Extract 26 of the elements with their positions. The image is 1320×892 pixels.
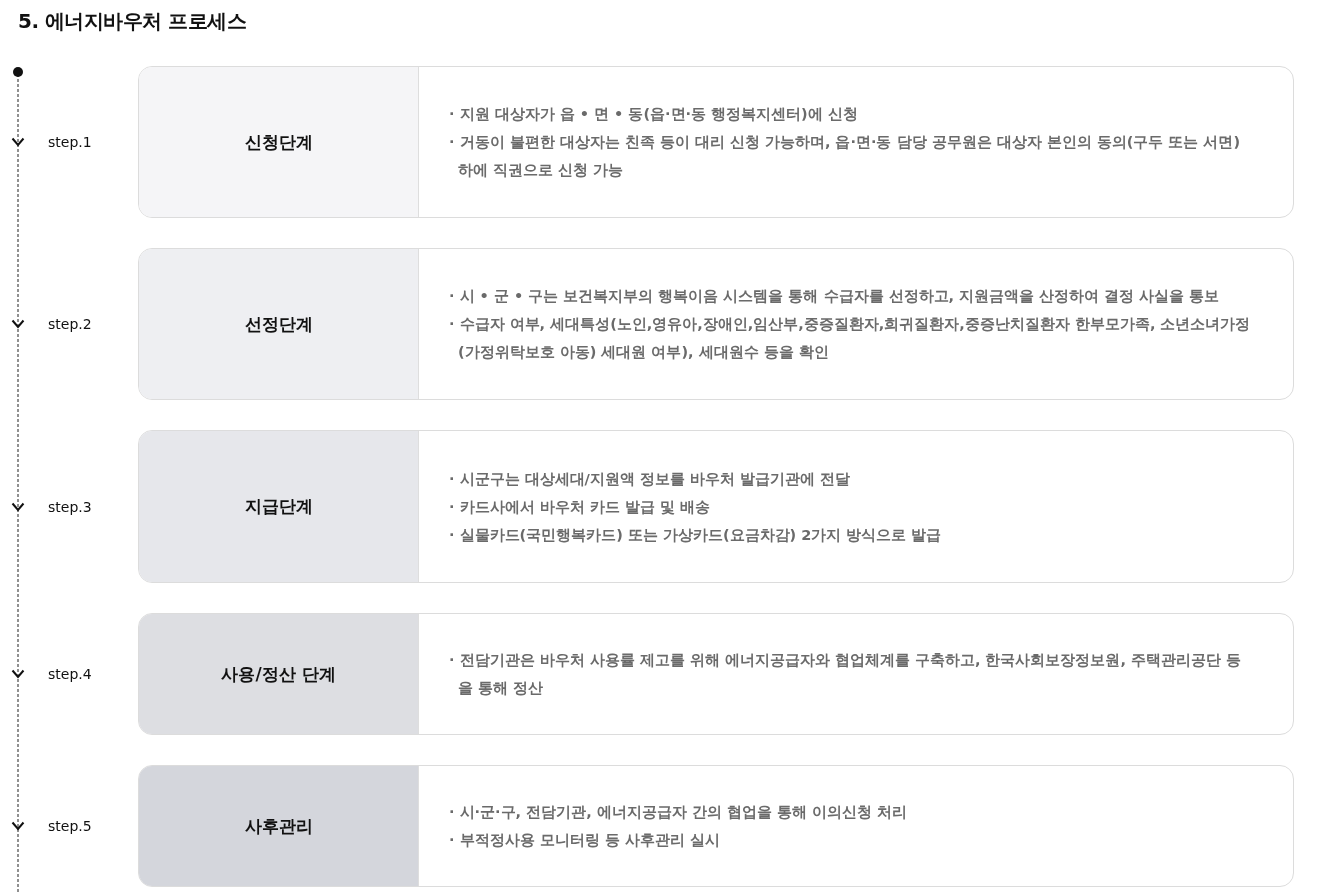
step-label: step.4 xyxy=(48,666,92,682)
bullet-text: · 지원 대상자가 읍 • 면 • 동(읍·면·동 행정복지센터)에 신청 xyxy=(449,105,859,124)
stage-heading: 선정단계 xyxy=(139,249,419,399)
stage-heading: 지급단계 xyxy=(139,431,419,582)
bullet-text: · 시군구는 대상세대/지원액 정보를 바우처 발급기관에 전달 xyxy=(449,469,852,489)
bullet-text: · 전담기관은 바우처 사용률 제고를 위해 에너지공급자와 협업체계를 구축하고, 한국사회보장정보원, 주택관리공단 등을 통해 정산 xyxy=(449,651,1243,698)
bullet-text: · 거동이 불편한 대상자는 친족 등이 대리 신청 가능하며, 읍·면·동 담당 공무원은 대상자 본인의 동의(구두 또는 서면) 하에 직권으로 신청 가능 xyxy=(449,133,1242,180)
process-card xyxy=(138,765,1294,887)
process-card xyxy=(138,430,1294,583)
stage-heading: 사용/정산 단계 xyxy=(139,614,419,734)
bullet-text: · 시 • 군 • 구는 보건복지부의 행복이음 시스템을 통해 수급자를 선정하고, 지원금액을 산정하여 결정 사실을 통보 xyxy=(449,287,1221,306)
process-card xyxy=(138,248,1294,400)
bullet-text: · 수급자 여부, 세대특성(노인,영유아,장애인,임산부,중증질환자,희귀질환자,중증난치질환자 한부모가족, 소년소녀가정(가정위탁보호 아동) 세대원 여부), 세대원수 등을 확인 xyxy=(449,315,1252,362)
title: 5. 에너지바우처 프로세스 xyxy=(18,8,247,35)
step-label: step.5 xyxy=(48,818,92,834)
step-label: step.1 xyxy=(48,134,92,150)
bullet-text: · 부적정사용 모니터링 등 사후관리 실시 xyxy=(449,831,721,850)
bullet-text: · 시·군·구, 전담기관, 에너지공급자 간의 협업을 통해 이의신청 처리 xyxy=(449,803,908,822)
step-label: step.2 xyxy=(48,316,92,332)
process-card xyxy=(138,613,1294,735)
stage-heading: 사후관리 xyxy=(139,766,419,886)
process-card xyxy=(138,66,1294,218)
stage-heading: 신청단계 xyxy=(139,67,419,217)
bullet-text: · 실물카드(국민행복카드) 또는 가상카드(요금차감) 2가지 방식으로 발급 xyxy=(449,525,943,545)
bullet-text: · 카드사에서 바우처 카드 발급 및 배송 xyxy=(449,497,711,517)
step-label: step.3 xyxy=(48,498,92,515)
